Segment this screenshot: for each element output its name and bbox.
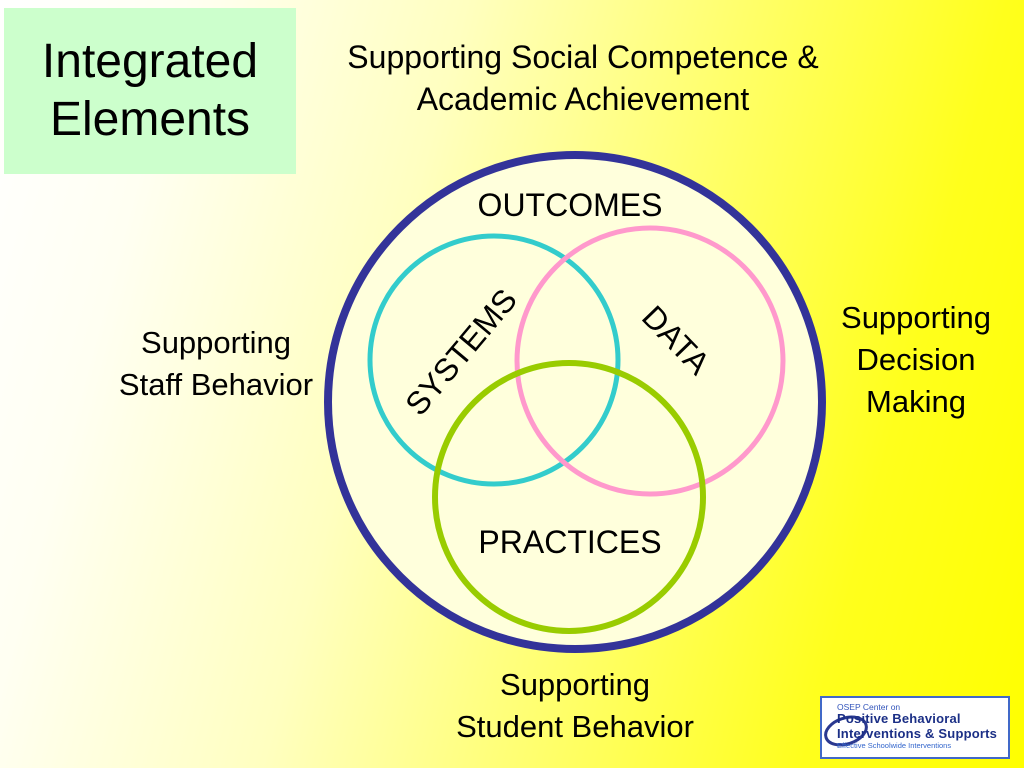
label-line: Decision <box>856 342 976 377</box>
practices-label: PRACTICES <box>478 524 661 560</box>
logo-small-line: OSEP Center on <box>837 702 901 712</box>
label-line: Supporting <box>141 325 291 360</box>
label-line: Supporting <box>841 300 991 335</box>
logo-swoosh-icon <box>824 715 868 747</box>
label-decision-making: Supporting Decision Making <box>805 297 1024 423</box>
systems-circle <box>367 233 621 487</box>
logo-main-line: Positive Behavioral <box>837 711 961 726</box>
logo-tagline: Effective Schoolwide Interventions <box>837 741 952 750</box>
slide-header: Supporting Social Competence & Academic … <box>300 36 866 120</box>
label-line: Supporting <box>500 667 650 702</box>
label-line: Staff Behavior <box>118 367 314 402</box>
label-student-behavior: Supporting Student Behavior <box>395 664 755 748</box>
header-line: Academic Achievement <box>416 81 750 117</box>
logo-text: OSEP Center on Positive Behavioral Inter… <box>837 702 1008 750</box>
label-line: Making <box>866 384 966 419</box>
title-box-line: Integrated <box>41 35 259 88</box>
outcomes-label: OUTCOMES <box>478 187 663 223</box>
title-box-line: Elements <box>49 93 251 146</box>
label-staff-behavior: Supporting Staff Behavior <box>56 322 376 406</box>
data-circle <box>514 225 786 497</box>
practices-circle <box>432 360 706 634</box>
logo-main-line: Interventions & Supports <box>837 725 998 741</box>
label-line: Student Behavior <box>456 709 694 744</box>
integrated-elements-box: Integrated Elements <box>4 8 296 174</box>
header-line: Supporting Social Competence & <box>347 39 819 75</box>
pbis-logo: OSEP Center on Positive Behavioral Inter… <box>820 696 1010 759</box>
